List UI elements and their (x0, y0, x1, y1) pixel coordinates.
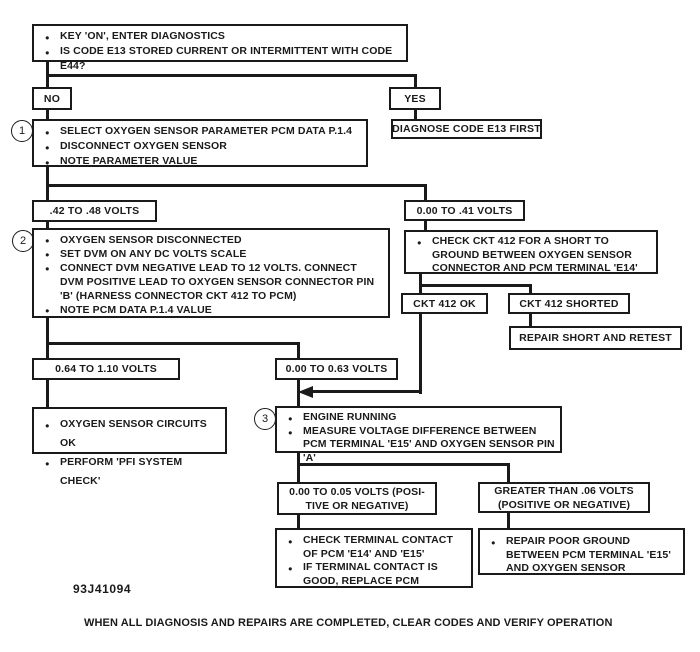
connector-line (419, 284, 532, 287)
step2-box: OXYGEN SENSOR DISCONNECTED SET DVM ON AN… (32, 228, 390, 318)
connector-line (414, 110, 417, 119)
bullet-item: OXYGEN SENSOR DISCONNECTED (34, 233, 383, 248)
diagnose-e13-box: DIAGNOSE CODE E13 FIRST (391, 119, 542, 139)
connector-line (46, 74, 417, 77)
bullet-item: KEY 'ON', ENTER DIAGNOSTICS (34, 29, 401, 45)
connector-line (424, 184, 427, 200)
volts-000-005-box: 0.00 TO 0.05 VOLTS (POSI- TIVE OR NEGATI… (277, 482, 437, 515)
bullet-item: SELECT OXYGEN SENSOR PARAMETER PCM DATA … (34, 124, 361, 140)
step-marker-3: 3 (254, 408, 276, 430)
label-line: TIVE OR NEGATIVE) (305, 499, 409, 512)
bullet-list: OXYGEN SENSOR DISCONNECTED SET DVM ON AN… (34, 230, 388, 318)
connector-line (297, 342, 300, 358)
step1-box: SELECT OXYGEN SENSOR PARAMETER PCM DATA … (32, 119, 368, 170)
connector-line (46, 318, 49, 358)
connector-line (424, 221, 427, 230)
connector-line (414, 74, 417, 87)
bullet-item: ENGINE RUNNING (277, 411, 555, 425)
volts-064-110-box: 0.64 TO 1.10 VOLTS (32, 358, 180, 380)
volts-42-48-box: .42 TO .48 VOLTS (32, 200, 157, 222)
label-line: (POSITIVE OR NEGATIVE) (497, 498, 631, 511)
sensor-circuits-ok-box: OXYGEN SENSOR CIRCUITS OK PERFORM 'PFI S… (32, 407, 227, 487)
label-line: 0.00 TO 0.05 VOLTS (POSI- (289, 485, 425, 498)
connector-line (419, 314, 422, 394)
bullet-item: DISCONNECT OXYGEN SENSOR (34, 139, 361, 155)
bullet-item: NOTE PCM DATA P.1.4 VALUE (34, 303, 383, 318)
connector-line (297, 515, 300, 528)
label-line: GREATER THAN .06 VOLTS (494, 484, 634, 497)
volts-000-41-box: 0.00 TO .41 VOLTS (404, 200, 525, 221)
step3-box: ENGINE RUNNING MEASURE VOLTAGE DIFFERENC… (275, 406, 562, 464)
bullet-list: CHECK TERMINAL CONTACT OF PCM 'E14' AND … (277, 530, 471, 588)
connector-line (46, 380, 49, 407)
step-marker-1: 1 (11, 120, 33, 142)
check-ckt412-box: CHECK CKT 412 FOR A SHORT TO GROUND BETW… (404, 230, 658, 274)
connector-line (46, 110, 49, 119)
bullet-item: CHECK TERMINAL CONTACT OF PCM 'E14' AND … (277, 534, 466, 561)
connector-line (507, 513, 510, 528)
bullet-list: OXYGEN SENSOR CIRCUITS OK PERFORM 'PFI S… (34, 409, 225, 491)
connector-line (507, 463, 510, 482)
bullet-item: IS CODE E13 STORED CURRENT OR INTERMITTE… (34, 44, 401, 74)
repair-short-box: REPAIR SHORT AND RETEST (509, 326, 682, 350)
step-marker-2: 2 (12, 230, 34, 252)
connector-line (46, 342, 300, 345)
bullet-list: CHECK CKT 412 FOR A SHORT TO GROUND BETW… (406, 232, 656, 276)
bullet-list: REPAIR POOR GROUND BETWEEN PCM TERMINAL … (480, 530, 683, 576)
volts-gt-006-box: GREATER THAN .06 VOLTS (POSITIVE OR NEGA… (478, 482, 650, 513)
figure-id: 93J41094 (73, 582, 132, 596)
connector-line (46, 167, 49, 200)
bullet-list: KEY 'ON', ENTER DIAGNOSTICS IS CODE E13 … (34, 26, 406, 74)
no-branch-box: NO (32, 87, 72, 110)
yes-branch-box: YES (389, 87, 441, 110)
connector-line (46, 222, 49, 228)
repair-ground-box: REPAIR POOR GROUND BETWEEN PCM TERMINAL … (478, 528, 685, 575)
bullet-item: IF TERMINAL CONTACT IS GOOD, REPLACE PCM (277, 561, 466, 588)
bullet-item: MEASURE VOLTAGE DIFFERENCE BETWEEN PCM T… (277, 425, 555, 466)
arrowhead-left-icon (298, 385, 313, 398)
footer-note: WHEN ALL DIAGNOSIS AND REPAIRS ARE COMPL… (84, 617, 613, 629)
bullet-item: CONNECT DVM NEGATIVE LEAD TO 12 VOLTS. C… (34, 261, 383, 303)
connector-line (419, 274, 422, 293)
ckt412-shorted-box: CKT 412 SHORTED (508, 293, 630, 314)
ckt412-ok-box: CKT 412 OK (401, 293, 488, 314)
connector-line (311, 390, 422, 393)
check-terminal-box: CHECK TERMINAL CONTACT OF PCM 'E14' AND … (275, 528, 473, 588)
volts-000-063-box: 0.00 TO 0.63 VOLTS (275, 358, 398, 380)
bullet-item: NOTE PARAMETER VALUE (34, 154, 361, 170)
bullet-item: OXYGEN SENSOR CIRCUITS OK (34, 415, 220, 453)
connector-line (46, 184, 427, 187)
connector-line (297, 453, 300, 482)
connector-line (529, 284, 532, 293)
bullet-list: SELECT OXYGEN SENSOR PARAMETER PCM DATA … (34, 121, 366, 170)
connector-line (529, 314, 532, 326)
bullet-item: SET DVM ON ANY DC VOLTS SCALE (34, 247, 383, 262)
bullet-item: CHECK CKT 412 FOR A SHORT TO GROUND BETW… (406, 235, 651, 276)
bullet-item: PERFORM 'PFI SYSTEM CHECK' (34, 453, 220, 491)
bullet-item: REPAIR POOR GROUND BETWEEN PCM TERMINAL … (480, 535, 678, 576)
bullet-list: ENGINE RUNNING MEASURE VOLTAGE DIFFERENC… (277, 408, 560, 465)
start-box: KEY 'ON', ENTER DIAGNOSTICS IS CODE E13 … (32, 24, 408, 72)
